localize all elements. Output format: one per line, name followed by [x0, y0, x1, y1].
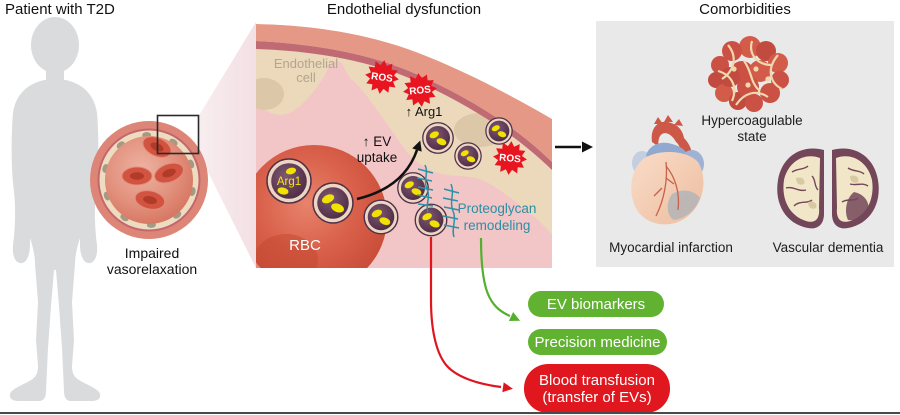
endothelial-dysfunction-panel: Arg1	[256, 22, 552, 268]
figure-bottom-rule	[0, 412, 900, 414]
proteoglycan-label-line1: Proteoglycan	[458, 201, 537, 216]
ev-biomarkers-label: EV biomarkers	[546, 295, 646, 313]
caption-line1: Impaired	[124, 245, 180, 261]
zoom-square	[156, 114, 200, 155]
endothelial-dysfunction-title: Endothelial dysfunction	[326, 1, 482, 18]
myocardial-infarction-label: Myocardial infarction	[609, 240, 733, 255]
hypercoagulable-label-line2: state	[737, 129, 766, 144]
zoom-beam	[198, 22, 256, 268]
ev-uptake-label-line1: ↑ EV	[363, 134, 392, 149]
patient-title: Patient with T2D	[5, 1, 115, 18]
silhouette-head	[31, 17, 79, 73]
ev-vesicle	[422, 122, 454, 154]
silhouette-neck	[46, 62, 64, 82]
arg1-ev: Arg1	[266, 158, 312, 204]
impaired-vasorelaxation-caption: Impaired vasorelaxation	[107, 245, 197, 277]
hypercoagulable-label-line1: Hypercoagulable	[701, 113, 802, 128]
outside-vessel	[256, 22, 552, 119]
ventricles	[631, 151, 704, 225]
ev-vesicle	[363, 199, 399, 235]
blood-transfusion-label-line2: (transfer of EVs)	[542, 388, 652, 406]
precision-medicine-label: Precision medicine	[534, 333, 661, 351]
endothelial-nucleus	[256, 78, 284, 110]
blood-transfusion-pill: Blood transfusion (transfer of EVs)	[524, 364, 670, 413]
ros-label: ROS	[370, 71, 393, 85]
fibrin-strands	[717, 40, 783, 106]
proteoglycan-label-line2: remodeling	[464, 218, 531, 233]
silhouette-body	[9, 79, 101, 401]
comorbidities-title: Comorbidities	[699, 1, 791, 18]
blood-clot-illustration	[708, 36, 789, 112]
brain-sulci	[785, 165, 869, 207]
rbc-shading	[256, 234, 318, 268]
comorbidities-art: Hypercoagulable state Myocardial infarct…	[609, 36, 884, 255]
proteoglycan-strands	[416, 164, 460, 238]
rbc-label: RBC	[289, 237, 321, 254]
ros-badge: ROS	[491, 139, 529, 177]
heart-illustration	[631, 115, 704, 225]
arg1-ev-label: Arg1	[277, 176, 301, 188]
arg1-up-label: ↑ Arg1	[406, 104, 443, 119]
vessel-cross-section	[90, 121, 208, 239]
vascular-dementia-label: Vascular dementia	[773, 240, 884, 255]
precision-medicine-pill: Precision medicine	[528, 329, 667, 355]
ev-vesicle	[414, 203, 448, 237]
ev-vesicle	[485, 117, 513, 145]
endothelial-cell-label-line2: cell	[296, 70, 316, 85]
ev-vesicle	[454, 142, 482, 170]
brain-illustration	[777, 148, 879, 229]
aorta	[651, 121, 692, 157]
ev-biomarkers-pill: EV biomarkers	[528, 291, 664, 317]
brain-shading	[796, 175, 859, 209]
ev-uptake-label-line2: uptake	[357, 150, 398, 165]
endothelial-cell-label-line1: Endothelial	[274, 56, 338, 71]
comorbidities-panel: Hypercoagulable state Myocardial infarct…	[596, 21, 894, 267]
vessel-wall-band	[256, 24, 552, 162]
ros-label: ROS	[409, 84, 432, 97]
caption-line2: vasorelaxation	[106, 261, 198, 277]
ev-vesicle	[312, 182, 354, 224]
infarct-region	[667, 190, 700, 220]
ros-badge: ROS	[362, 57, 402, 97]
ev-uptake-arrow	[356, 140, 422, 201]
coronary-arteries	[653, 161, 680, 217]
ros-label: ROS	[499, 153, 522, 166]
ros-badge: ROS	[401, 71, 439, 109]
blood-transfusion-label-line1: Blood transfusion	[539, 371, 655, 389]
patient-silhouette	[9, 17, 101, 401]
